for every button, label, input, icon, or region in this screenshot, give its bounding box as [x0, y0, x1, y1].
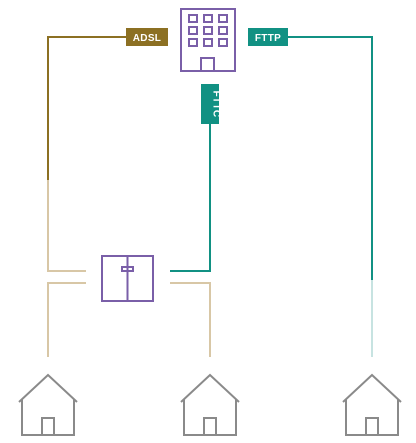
fttp-tag-label: FTTP [255, 33, 281, 44]
fttc-line [170, 124, 211, 272]
adsl-line-light-to-house-middle [170, 282, 211, 357]
street-cabinet-icon [101, 255, 154, 302]
fttc-tag-label: FTTC [211, 91, 222, 118]
fttc-tag: FTTC [201, 84, 222, 124]
adsl-line-dark [47, 36, 130, 180]
house-icon [342, 373, 402, 436]
fttp-connection [288, 36, 373, 357]
fttp-tag: FTTP [248, 28, 288, 46]
fttc-connection [170, 124, 211, 272]
adsl-line-light-to-house-left [47, 282, 86, 357]
house-icon [18, 373, 78, 436]
adsl-connection [47, 36, 211, 357]
adsl-line-light-to-cabinet [47, 180, 86, 272]
office-building-icon [180, 8, 236, 72]
fttp-line-dark [288, 36, 373, 280]
adsl-tag: ADSL [126, 28, 168, 46]
house-icon [180, 373, 240, 436]
adsl-tag-label: ADSL [133, 33, 161, 44]
